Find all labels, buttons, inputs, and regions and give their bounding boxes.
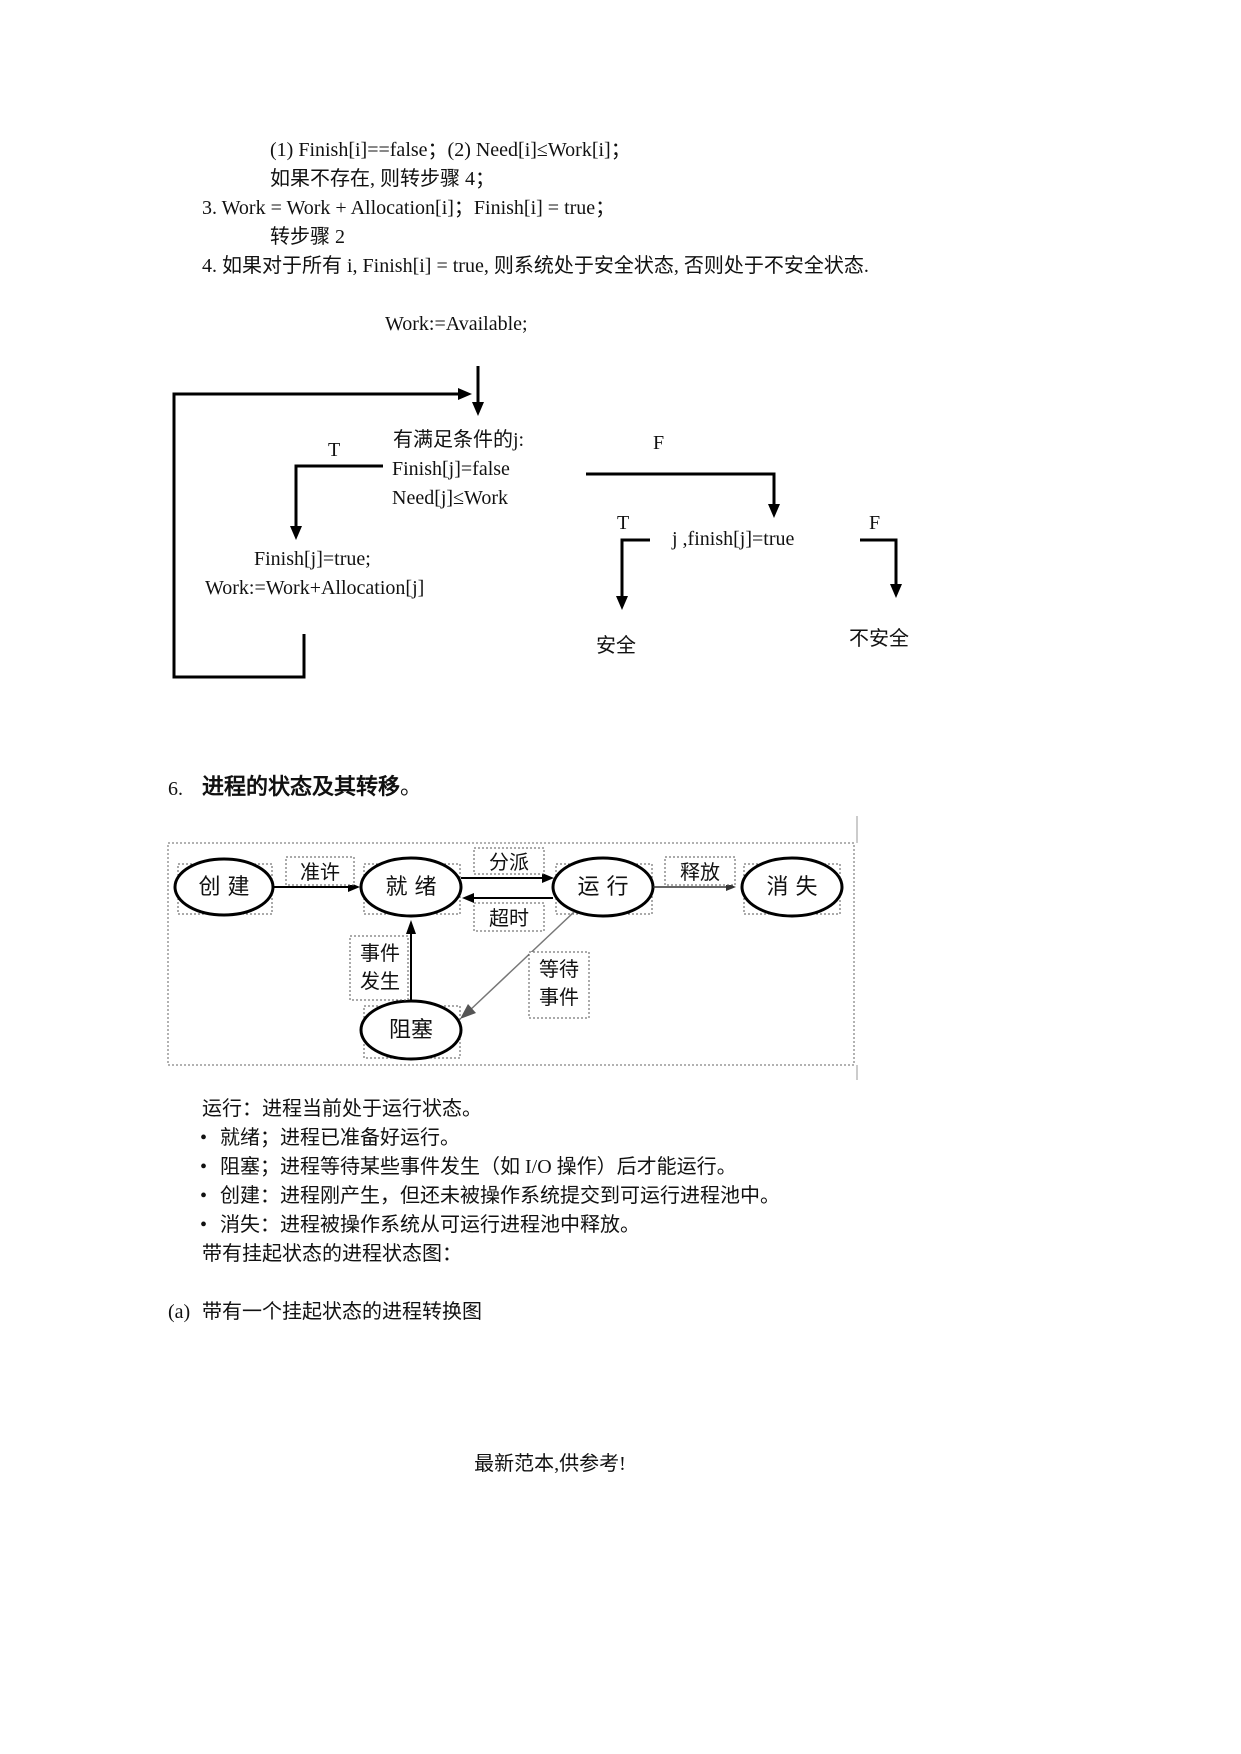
flow-label-f-top: F [653, 432, 664, 454]
sub-title: 带有一个挂起状态的进程转换图 [202, 1301, 482, 1323]
flow-arrowhead-loop [458, 388, 472, 400]
flow-label-t-right: T [617, 512, 629, 534]
desc-item-ready: • 就绪；进程已准备好运行。 [200, 1126, 460, 1150]
desc-item-blocked: • 阻塞；进程等待某些事件发生（如 I/O 操作）后才能运行。 [200, 1155, 737, 1179]
flow-check-text: j ,finish[j]=true [671, 528, 794, 550]
label-box-event-occurs [349, 935, 409, 1001]
section-title-text: 进程的状态及其转移 [202, 775, 401, 800]
sub-label: (a) [168, 1301, 191, 1323]
state-ready [359, 856, 463, 918]
label-release: 释放 [680, 860, 720, 884]
label-event-wait-2: 事件 [539, 985, 579, 1009]
arrowhead-timeout [462, 893, 474, 903]
label-box-dispatch [473, 847, 545, 875]
page-footer: 最新范本,供参考! [474, 1453, 626, 1475]
flow-label-f-right: F [869, 512, 880, 534]
desc-item-text: 消失：进程被操作系统从可运行进程池中释放。 [220, 1214, 640, 1236]
flow-branch-true [294, 464, 383, 528]
state-ready-label: 就 绪 [386, 875, 437, 900]
flow-cond-line2: Finish[j]=false [392, 458, 510, 480]
flow-arrowhead-init [472, 402, 484, 416]
bullet-icon: • [200, 1156, 208, 1178]
algo-line-5: 4. 如果对于所有 i, Finish[i] = true, 则系统处于安全状态… [202, 255, 869, 277]
label-event-wait-1: 等待 [539, 957, 579, 981]
section-title: 进程的状态及其转移。 [202, 774, 422, 802]
algo-line-2: 如果不存在, 则转步骤 4； [270, 168, 495, 190]
flow-loop-line [172, 392, 460, 679]
flow-arrowhead-false [768, 504, 780, 518]
flow-init-text: Work:=Available; [385, 313, 528, 335]
bullet-icon: • [200, 1185, 208, 1207]
label-admit: 准许 [300, 860, 340, 884]
flow-branch-false [586, 472, 776, 506]
state-create-label: 创 建 [199, 875, 250, 900]
desc-item-create: • 创建：进程刚产生，但还未被操作系统提交到可运行进程池中。 [200, 1184, 780, 1208]
desc-running: 运行：进程当前处于运行状态。 [202, 1098, 482, 1120]
flow-cond-line3: Need[j]≤Work [392, 487, 508, 509]
arrowhead-dispatch [542, 873, 554, 883]
bullet-icon: • [200, 1127, 208, 1149]
state-running-label: 运 行 [578, 875, 629, 900]
desc-suspend-title: 带有挂起状态的进程状态图： [202, 1243, 462, 1265]
label-box-timeout [473, 902, 545, 932]
label-box-admit [285, 856, 355, 886]
flow-arrowhead-safe [616, 596, 628, 610]
label-dispatch: 分派 [489, 850, 529, 874]
section-number: 6. [168, 778, 183, 800]
diagram-frame [167, 842, 855, 1066]
state-blocked [359, 999, 463, 1061]
bullet-icon: • [200, 1214, 208, 1236]
flow-label-t-left: T [328, 439, 340, 461]
desc-item-text: 创建：进程刚产生，但还未被操作系统提交到可运行进程池中。 [220, 1185, 780, 1207]
arrowhead-event-occurs [406, 920, 416, 934]
label-box-event-wait [528, 951, 590, 1019]
label-box-release [664, 856, 736, 886]
desc-item-text: 就绪；进程已准备好运行。 [220, 1127, 460, 1149]
process-state-diagram: 创 建 就 绪 运 行 消 失 阻塞 准许 分派 超时 释放 事件 发生 等待 … [167, 816, 858, 1080]
flow-branch-unsafe [860, 538, 898, 586]
arrowhead-event-wait [460, 1004, 476, 1019]
flow-arrowhead-unsafe [890, 584, 902, 598]
safety-flowchart: Work:=Available; 有满足条件的j: Finish[j]=fals… [172, 313, 909, 679]
algo-line-4: 转步骤 2 [270, 226, 345, 248]
state-exit [740, 856, 844, 918]
flow-action-line1: Finish[j]=true; [254, 548, 371, 570]
algo-line-1: (1) Finish[i]==false；(2) Need[i]≤Work[i]… [270, 139, 631, 161]
desc-item-exit: • 消失：进程被操作系统从可运行进程池中释放。 [200, 1213, 640, 1237]
desc-item-text: 阻塞；进程等待某些事件发生（如 I/O 操作）后才能运行。 [220, 1156, 737, 1178]
flow-cond-line1: 有满足条件的j: [393, 428, 524, 451]
label-event-occurs-2: 发生 [360, 969, 400, 993]
flow-arrowhead-true [290, 526, 302, 540]
flow-unsafe-text: 不安全 [849, 626, 909, 650]
algo-line-3: 3. Work = Work + Allocation[i]；Finish[i]… [202, 197, 616, 219]
state-exit-label: 消 失 [767, 875, 818, 900]
label-timeout: 超时 [489, 906, 529, 930]
state-blocked-label: 阻塞 [389, 1018, 433, 1043]
flow-branch-safe [620, 538, 650, 598]
label-event-occurs-1: 事件 [360, 941, 400, 965]
flow-safe-text: 安全 [596, 633, 636, 657]
flow-action-line2: Work:=Work+Allocation[j] [205, 577, 424, 599]
section-title-end: 。 [400, 775, 423, 800]
arrow-event-wait [467, 911, 575, 1013]
